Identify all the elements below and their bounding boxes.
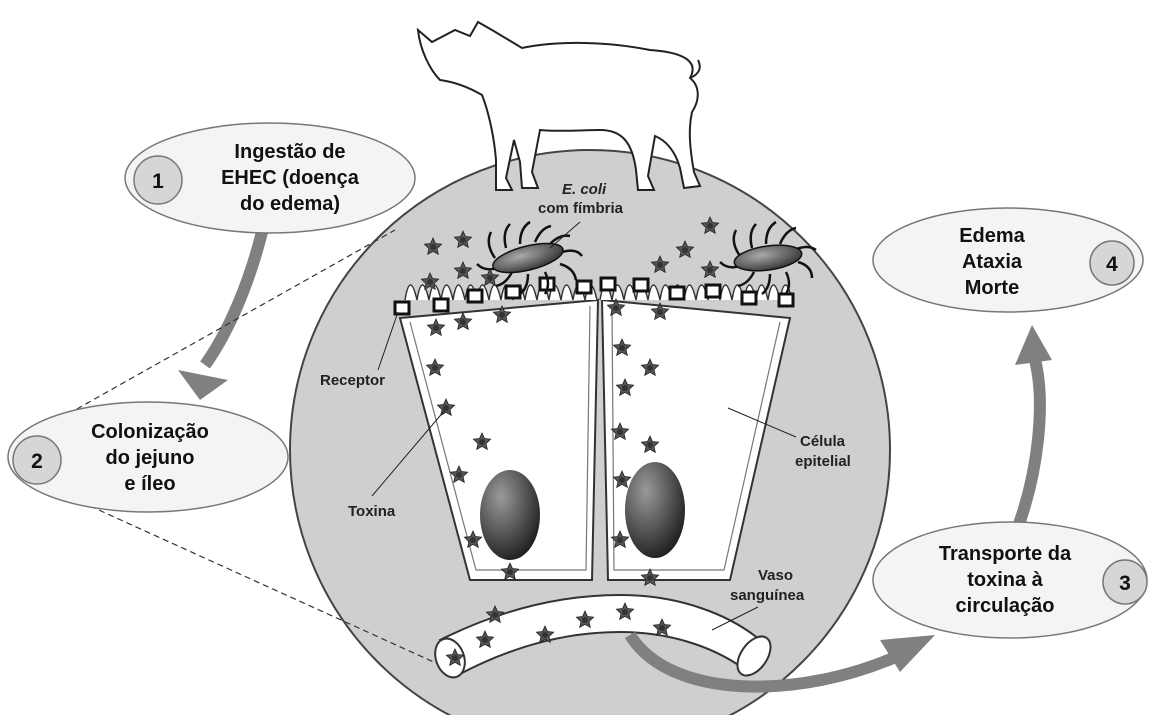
arrow-3-to-4 — [1015, 325, 1052, 535]
step-2-line-2: do jejuno — [106, 447, 195, 469]
step-4-line-1: Edema — [959, 225, 1025, 247]
nucleus-left — [480, 470, 540, 560]
step-bubble-2: 2 Colonização do jejuno e íleo — [8, 402, 288, 512]
cell-label-line-1: Célula — [800, 433, 846, 450]
step-3-line-3: circulação — [956, 595, 1055, 617]
cell-label-line-2: epitelial — [795, 453, 851, 470]
step-4-line-3: Morte — [965, 277, 1019, 299]
fimbria-label: com fímbria — [538, 200, 624, 217]
step-1-line-2: EHEC (doença — [221, 167, 360, 189]
toxin-label: Toxina — [348, 503, 396, 520]
step-3-number: 3 — [1119, 572, 1131, 595]
step-bubble-3: 3 Transporte da toxina à circulação — [873, 522, 1147, 638]
step-1-line-3: do edema) — [240, 193, 340, 215]
step-3-line-2: toxina à — [967, 569, 1043, 591]
step-bubble-4: 4 Edema Ataxia Morte — [873, 208, 1143, 312]
nucleus-right — [625, 462, 685, 558]
step-2-number: 2 — [31, 450, 43, 473]
step-2-line-1: Colonização — [91, 421, 209, 443]
ecoli-label: E. coli — [562, 181, 607, 198]
step-1-line-1: Ingestão de — [234, 141, 345, 163]
vessel-label-line-2: sanguínea — [730, 587, 805, 604]
step-bubble-1: 1 Ingestão de EHEC (doença do edema) — [125, 123, 415, 233]
arrow-1-to-2 — [178, 232, 262, 400]
step-1-number: 1 — [152, 170, 164, 193]
step-4-number: 4 — [1106, 253, 1118, 276]
receptor-label: Receptor — [320, 372, 385, 389]
vessel-label-line-1: Vaso — [758, 567, 793, 584]
step-3-line-1: Transporte da — [939, 543, 1072, 565]
step-4-line-2: Ataxia — [962, 251, 1023, 273]
step-2-line-3: e íleo — [124, 473, 175, 495]
